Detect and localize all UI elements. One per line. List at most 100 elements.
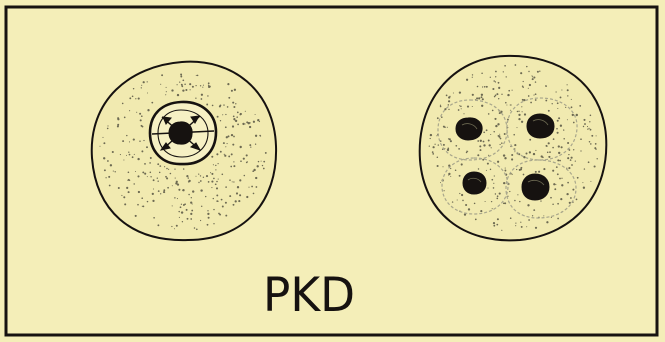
stipple-dot bbox=[225, 186, 227, 188]
stipple-dot bbox=[229, 195, 231, 197]
stipple-dot bbox=[203, 85, 204, 86]
stipple-dot bbox=[99, 146, 100, 147]
stipple-dot bbox=[535, 93, 537, 95]
stipple-dot bbox=[483, 141, 485, 143]
stipple-dot bbox=[138, 191, 140, 193]
stipple-dot bbox=[510, 104, 511, 105]
stipple-dot bbox=[225, 126, 227, 128]
stipple-dot bbox=[582, 182, 583, 183]
stipple-dot bbox=[233, 161, 234, 162]
stipple-dot bbox=[573, 122, 575, 124]
stipple-dot bbox=[501, 94, 502, 95]
stipple-dot bbox=[133, 88, 134, 89]
stipple-dot bbox=[262, 165, 263, 166]
stipple-dot bbox=[540, 200, 541, 201]
stipple-dot bbox=[188, 181, 190, 183]
stipple-dot bbox=[216, 187, 218, 189]
stipple-dot bbox=[171, 226, 172, 227]
stipple-dot bbox=[432, 151, 434, 153]
stipple-dot bbox=[171, 89, 173, 91]
stipple-dot bbox=[135, 98, 136, 99]
stipple-dot bbox=[511, 158, 513, 160]
stipple-dot bbox=[567, 95, 568, 96]
stipple-dot bbox=[504, 170, 506, 172]
stipple-dot bbox=[198, 182, 199, 183]
stipple-dot bbox=[448, 109, 449, 110]
stipple-dot bbox=[263, 168, 265, 170]
stipple-dot bbox=[237, 186, 239, 188]
stipple-dot bbox=[457, 199, 458, 200]
stipple-dot bbox=[242, 123, 244, 125]
stipple-dot bbox=[120, 154, 121, 155]
stipple-dot bbox=[196, 228, 198, 230]
stipple-dot bbox=[514, 144, 516, 146]
stipple-dot bbox=[137, 158, 139, 160]
stipple-dot bbox=[495, 81, 496, 82]
stipple-dot bbox=[200, 175, 201, 176]
stipple-dot bbox=[147, 201, 148, 202]
stipple-dot bbox=[166, 177, 168, 179]
stipple-dot bbox=[522, 87, 523, 88]
stipple-dot bbox=[141, 85, 142, 86]
stipple-dot bbox=[507, 94, 509, 96]
stipple-dot bbox=[533, 153, 535, 155]
stipple-dot bbox=[208, 181, 210, 183]
stipple-dot bbox=[481, 94, 483, 96]
stipple-dot bbox=[528, 71, 529, 72]
stipple-dot bbox=[504, 157, 506, 159]
stipple-dot bbox=[499, 134, 500, 135]
stipple-dot bbox=[515, 64, 517, 66]
stipple-dot bbox=[150, 157, 152, 159]
stipple-dot bbox=[527, 204, 529, 206]
stipple-dot bbox=[135, 171, 136, 172]
stipple-dot bbox=[216, 194, 218, 196]
stipple-dot bbox=[583, 126, 584, 127]
stipple-dot bbox=[499, 112, 501, 114]
stipple-dot bbox=[481, 105, 483, 107]
stipple-dot bbox=[535, 171, 537, 173]
stipple-dot bbox=[220, 104, 222, 106]
stipple-dot bbox=[532, 215, 533, 216]
stipple-dot bbox=[555, 184, 556, 185]
stipple-dot bbox=[151, 102, 153, 104]
stipple-dot bbox=[223, 142, 225, 144]
stipple-dot bbox=[557, 159, 559, 161]
stipple-dot bbox=[584, 168, 585, 169]
stipple-dot bbox=[519, 169, 521, 171]
stipple-dot bbox=[141, 87, 142, 88]
stipple-dot bbox=[448, 104, 450, 106]
stipple-dot bbox=[157, 163, 159, 165]
stipple-dot bbox=[213, 198, 214, 199]
stipple-dot bbox=[181, 211, 183, 213]
diagram-label: PKD bbox=[263, 268, 355, 323]
stipple-dot bbox=[552, 203, 554, 205]
stipple-dot bbox=[472, 77, 473, 78]
stipple-dot bbox=[458, 109, 460, 111]
stipple-dot bbox=[126, 187, 128, 189]
stipple-dot bbox=[557, 203, 559, 205]
stipple-dot bbox=[449, 138, 451, 140]
stipple-dot bbox=[175, 178, 176, 179]
stipple-dot bbox=[190, 89, 191, 90]
stipple-dot bbox=[179, 217, 180, 218]
stipple-dot bbox=[571, 99, 572, 100]
stipple-dot bbox=[108, 176, 110, 178]
stipple-dot bbox=[430, 134, 432, 136]
stipple-dot bbox=[248, 187, 249, 188]
stipple-dot bbox=[210, 172, 211, 173]
stipple-dot bbox=[133, 183, 134, 184]
stipple-dot bbox=[547, 146, 548, 147]
stipple-dot bbox=[245, 111, 246, 112]
stipple-dot bbox=[440, 105, 441, 106]
stipple-dot bbox=[197, 75, 199, 77]
stipple-dot bbox=[128, 152, 129, 153]
stipple-dot bbox=[233, 181, 234, 182]
stipple-dot bbox=[233, 106, 235, 108]
stipple-dot bbox=[231, 134, 233, 136]
stipple-dot bbox=[514, 151, 515, 152]
stipple-dot bbox=[557, 108, 558, 109]
stipple-dot bbox=[560, 96, 562, 98]
stipple-dot bbox=[211, 156, 213, 158]
stipple-dot bbox=[216, 181, 218, 183]
stipple-dot bbox=[206, 175, 208, 177]
